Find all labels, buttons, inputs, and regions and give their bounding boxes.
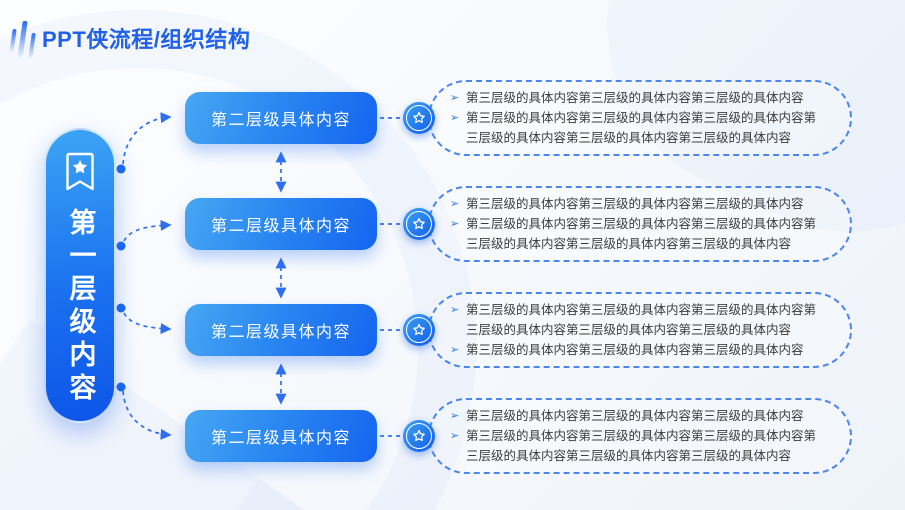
level1-capsule: 第一层级内容: [44, 128, 116, 423]
bullet-arrow-icon: ➢: [450, 410, 460, 422]
level3-box-3: ➢ 第三层级的具体内容第三层级的具体内容第三层级的具体内容第三层级的具体内容第三…: [428, 292, 852, 368]
bullet-arrow-icon: ➢: [450, 112, 460, 124]
star-icon: [413, 323, 425, 336]
bullet-item: ➢ 第三层级的具体内容第三层级的具体内容第三层级的具体内容: [450, 88, 824, 108]
bullet-text: 第三层级的具体内容第三层级的具体内容第三层级的具体内容第三层级的具体内容第三层级…: [466, 217, 817, 251]
bullet-item: ➢ 第三层级的具体内容第三层级的具体内容第三层级的具体内容第三层级的具体内容第三…: [450, 108, 824, 148]
level2-box-2: 第二层级具体内容: [185, 198, 377, 250]
star-icon: [413, 429, 425, 442]
bullet-text: 第三层级的具体内容第三层级的具体内容第三层级的具体内容第三层级的具体内容第三层级…: [466, 111, 817, 145]
star-badge-3: [403, 314, 435, 346]
bullet-text: 第三层级的具体内容第三层级的具体内容第三层级的具体内容: [466, 91, 804, 105]
bullet-arrow-icon: ➢: [450, 304, 460, 316]
bullet-item: ➢ 第三层级的具体内容第三层级的具体内容第三层级的具体内容: [450, 406, 824, 426]
level3-box-2: ➢ 第三层级的具体内容第三层级的具体内容第三层级的具体内容 ➢ 第三层级的具体内…: [428, 186, 852, 262]
bullet-text: 第三层级的具体内容第三层级的具体内容第三层级的具体内容第三层级的具体内容第三层级…: [466, 303, 817, 337]
header: PPT侠流程/组织结构: [9, 16, 251, 60]
star-icon: [413, 111, 425, 124]
level3-box-1: ➢ 第三层级的具体内容第三层级的具体内容第三层级的具体内容 ➢ 第三层级的具体内…: [428, 80, 852, 156]
bullet-item: ➢ 第三层级的具体内容第三层级的具体内容第三层级的具体内容: [450, 194, 824, 214]
bullet-text: 第三层级的具体内容第三层级的具体内容第三层级的具体内容: [466, 409, 804, 423]
level1-label: 第一层级内容: [65, 208, 96, 406]
star-badge-1: [403, 102, 435, 134]
star-badge-2: [403, 208, 435, 240]
bullet-text: 第三层级的具体内容第三层级的具体内容第三层级的具体内容第三层级的具体内容第三层级…: [466, 429, 817, 463]
bullet-arrow-icon: ➢: [450, 430, 460, 442]
bullet-arrow-icon: ➢: [450, 92, 460, 104]
level2-box-3: 第二层级具体内容: [185, 304, 377, 356]
bullet-item: ➢ 第三层级的具体内容第三层级的具体内容第三层级的具体内容第三层级的具体内容第三…: [450, 300, 824, 340]
star-icon: [413, 217, 425, 230]
bullet-item: ➢ 第三层级的具体内容第三层级的具体内容第三层级的具体内容第三层级的具体内容第三…: [450, 214, 824, 254]
bookmark-star-icon: [66, 152, 94, 191]
level3-box-4: ➢ 第三层级的具体内容第三层级的具体内容第三层级的具体内容 ➢ 第三层级的具体内…: [428, 398, 852, 474]
level2-box-4: 第二层级具体内容: [185, 410, 377, 462]
level2-box-1: 第二层级具体内容: [185, 92, 377, 144]
bullet-arrow-icon: ➢: [450, 344, 460, 356]
bullet-item: ➢ 第三层级的具体内容第三层级的具体内容第三层级的具体内容: [450, 340, 824, 360]
star-badge-4: [403, 420, 435, 452]
bullet-text: 第三层级的具体内容第三层级的具体内容第三层级的具体内容: [466, 197, 804, 211]
bullet-item: ➢ 第三层级的具体内容第三层级的具体内容第三层级的具体内容第三层级的具体内容第三…: [450, 426, 824, 466]
bullet-arrow-icon: ➢: [450, 198, 460, 210]
bullet-arrow-icon: ➢: [450, 218, 460, 230]
page-title: PPT侠流程/组织结构: [42, 27, 251, 52]
bullet-text: 第三层级的具体内容第三层级的具体内容第三层级的具体内容: [466, 343, 804, 357]
